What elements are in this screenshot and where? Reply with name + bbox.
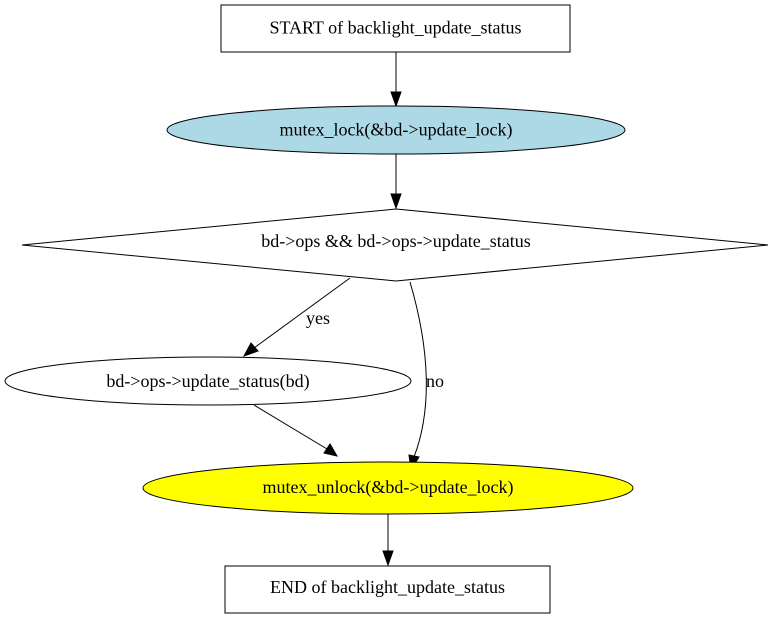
lock-node-label: mutex_lock(&bd->update_lock): [279, 120, 512, 141]
start-node: START of backlight_update_status: [220, 4, 571, 53]
edge-yes-label: yes: [306, 308, 330, 328]
end-node: END of backlight_update_status: [224, 565, 551, 614]
unlock-node: mutex_unlock(&bd->update_lock): [142, 461, 634, 515]
call-node: bd->ops->update_status(bd): [4, 356, 412, 406]
call-node-label: bd->ops->update_status(bd): [106, 371, 309, 392]
end-node-label: END of backlight_update_status: [270, 577, 505, 597]
edge-start-to-lock: [390, 52, 402, 108]
edge-call-to-unlock: [253, 404, 339, 457]
edge-no: no: [408, 281, 444, 472]
unlock-node-label: mutex_unlock(&bd->update_lock): [262, 477, 513, 498]
edge-lock-to-check: [390, 154, 402, 210]
edge-yes: yes: [242, 277, 351, 357]
lock-node: mutex_lock(&bd->update_lock): [166, 105, 626, 155]
check-node-label: bd->ops && bd->ops->update_status: [261, 231, 530, 251]
start-node-label: START of backlight_update_status: [269, 18, 521, 38]
check-node: bd->ops && bd->ops->update_status: [21, 208, 769, 282]
edge-no-label: no: [426, 371, 444, 391]
edge-unlock-to-end: [382, 514, 394, 567]
